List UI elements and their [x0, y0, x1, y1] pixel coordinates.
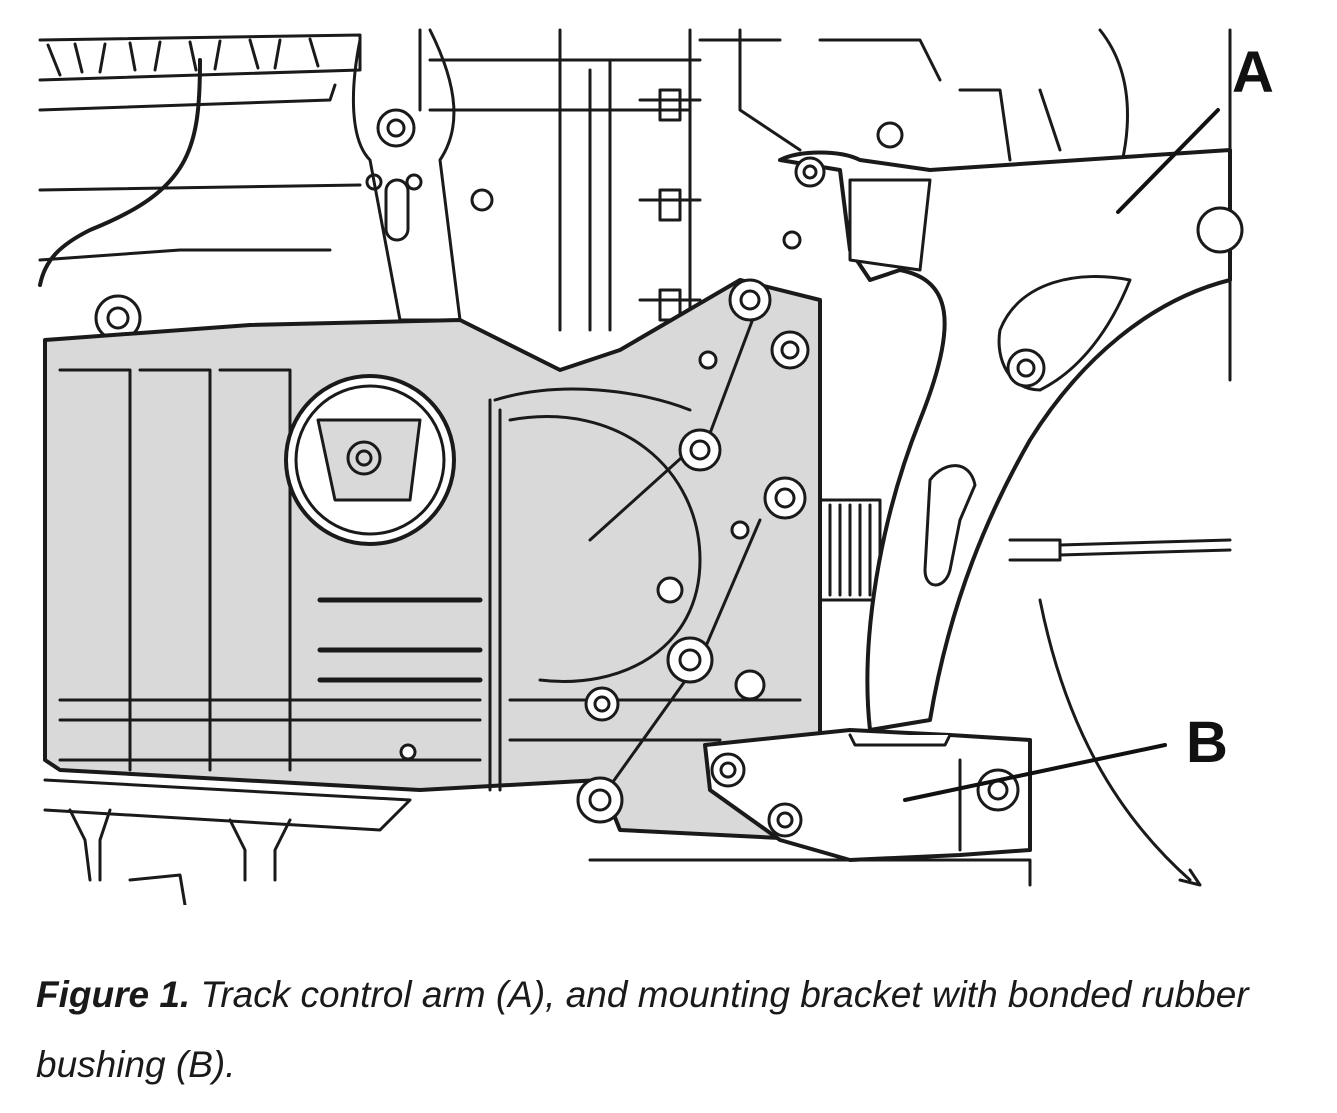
callout-b-label: B [1186, 710, 1228, 775]
technical-illustration: A B [38, 28, 1274, 905]
engine-block-outline [38, 28, 1232, 382]
mounting-bracket [703, 728, 1032, 862]
exhaust-pipes [43, 778, 412, 905]
subframe [43, 278, 822, 842]
wheel-outline [1038, 598, 1192, 882]
track-control-arm [778, 121, 1244, 732]
subframe-bolts [399, 278, 810, 824]
upper-link [351, 28, 494, 322]
subframe-mount-bushing [284, 374, 456, 546]
leader-line-b [903, 743, 1167, 802]
callout-a-label: A [1232, 40, 1274, 105]
suspension-drawing: A B [38, 28, 1274, 905]
figure-number: Figure 1. [36, 974, 191, 1015]
callout-leaders [903, 108, 1220, 802]
figure-caption: Figure 1. Track control arm (A), and mou… [36, 960, 1296, 1100]
caption-text: Track control arm (A), and mounting brac… [36, 974, 1249, 1085]
leader-line-a [1116, 108, 1220, 214]
